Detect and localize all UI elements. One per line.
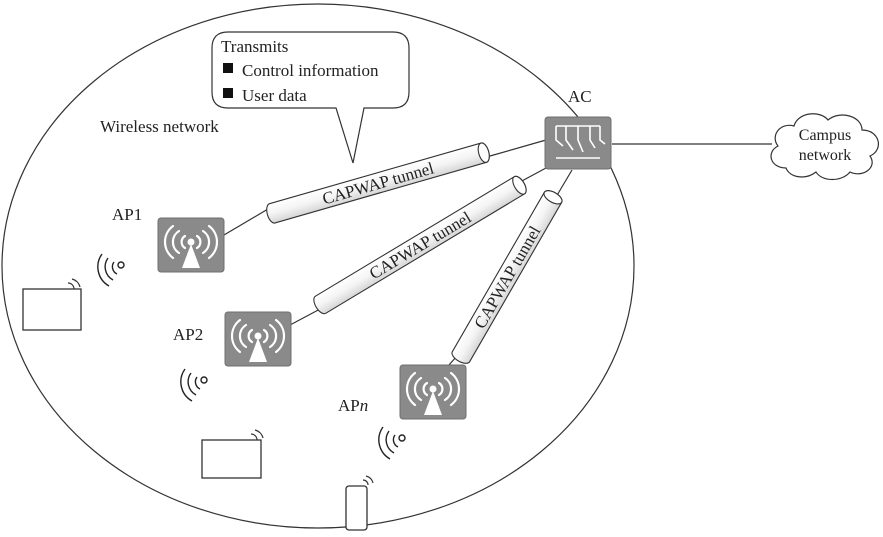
connection-lines (223, 139, 772, 376)
ac-to-tunnel2-link (519, 167, 547, 183)
callout-item: User data (242, 86, 307, 105)
tunnel-label: CAPWAP tunnel (320, 158, 436, 208)
signal-waves-icon (378, 426, 406, 460)
tunnel2-to-ap2-link (289, 307, 323, 326)
wireless-ap-icon (157, 217, 225, 273)
cloud-label-line2: network (799, 147, 851, 164)
access-controller-icon (544, 116, 612, 170)
callout-item: Control information (242, 61, 379, 80)
ac-to-tunnel1-link (489, 139, 547, 157)
ac-to-tunnel3-link (555, 169, 573, 198)
ap-label: AP1 (112, 205, 142, 224)
ap-label: APn (338, 396, 368, 415)
cloud-label-line1: Campus (799, 127, 851, 144)
wireless-ap-icon (399, 364, 467, 420)
bullet-square-icon (223, 88, 233, 98)
callout-title: Transmits (221, 37, 288, 56)
tunnel-label: CAPWAP tunnel (470, 222, 544, 331)
phone-icon (345, 475, 374, 531)
laptop-icon (201, 429, 264, 479)
laptop-icon (22, 278, 82, 331)
wireless-network-boundary (1, 3, 635, 529)
wireless-ap-icon (224, 311, 292, 367)
bullet-square-icon (223, 63, 233, 73)
cloud-icon (770, 113, 879, 181)
callout-bubble: Transmits Control information User data (211, 31, 410, 164)
tunnel-label: CAPWAP tunnel (366, 208, 475, 284)
ap-label: AP2 (173, 325, 203, 344)
region-label: Wireless network (100, 117, 219, 136)
signal-waves-icon (180, 368, 208, 402)
signal-waves-icon (97, 253, 125, 287)
tunnel1-to-ap1-link (223, 208, 269, 236)
ac-label: AC (568, 87, 592, 106)
